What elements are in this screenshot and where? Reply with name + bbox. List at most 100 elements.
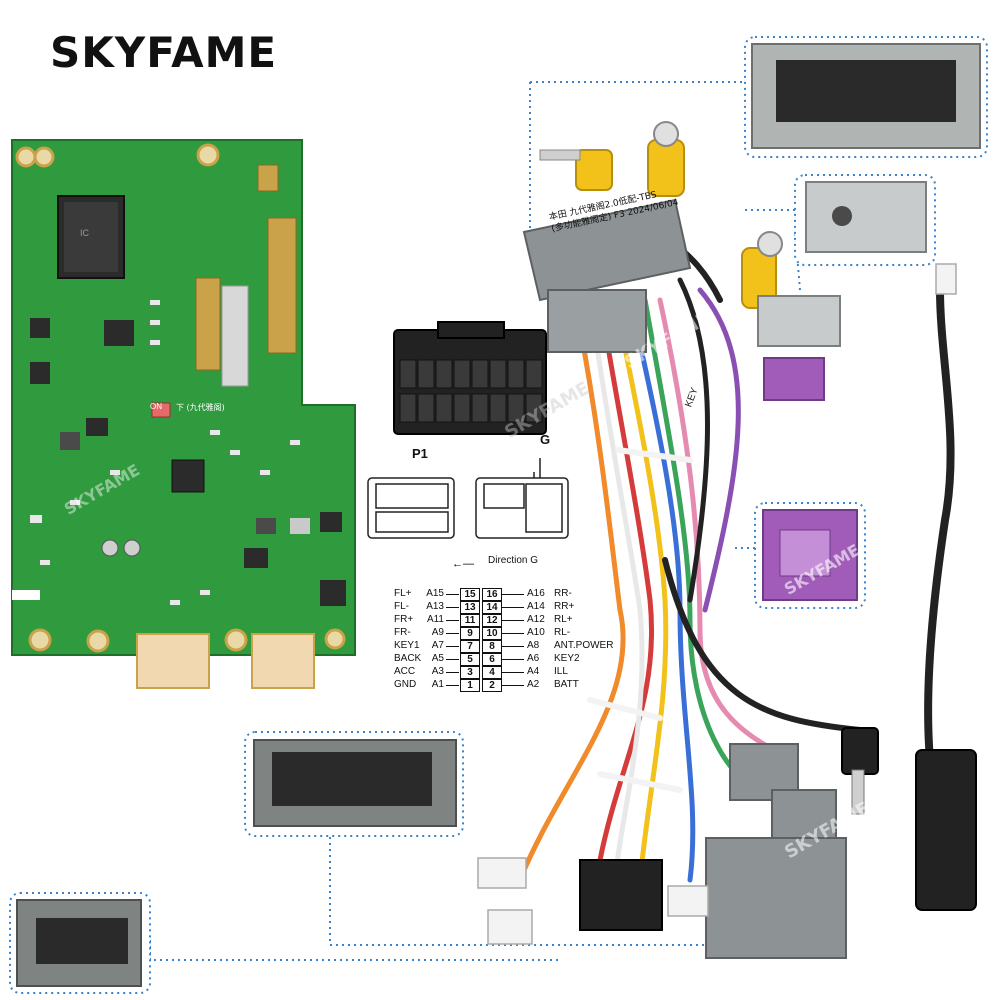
pinout-right-label: RL- xyxy=(554,627,571,638)
regulator-chip xyxy=(30,318,50,338)
smd-part xyxy=(40,560,50,565)
smd-part xyxy=(150,320,160,325)
g-connector-label: G xyxy=(540,432,551,447)
harness-label-plate xyxy=(522,198,692,302)
connector-line-drawings xyxy=(367,458,569,539)
bottom-header-connector xyxy=(136,633,210,689)
pinout-left-number: 11 xyxy=(460,614,480,627)
fpc-connector xyxy=(267,217,297,354)
pinout-lead-line xyxy=(502,620,524,621)
rca-socket xyxy=(757,231,783,257)
pinout-lead-line xyxy=(502,685,524,686)
usb-cable-assembly xyxy=(915,263,977,911)
grey-large-plug xyxy=(705,837,847,959)
harness-wire-white xyxy=(587,297,645,883)
harness-wire-red xyxy=(597,297,655,863)
smd-part xyxy=(150,340,160,345)
small-chip xyxy=(244,548,268,568)
pinout-left-number: 5 xyxy=(460,653,480,666)
inset-connector-pin xyxy=(832,206,852,226)
pinout-lead-line xyxy=(446,620,459,621)
pin-cavity xyxy=(435,359,453,389)
white-jst-plug xyxy=(477,857,527,889)
harness-small-connectors xyxy=(477,295,879,959)
small-chip xyxy=(320,512,342,532)
pin-cavity xyxy=(435,393,453,423)
regulator-chip xyxy=(30,362,50,384)
mount-hole xyxy=(224,628,248,652)
small-chip xyxy=(320,580,346,606)
harness-wire-black xyxy=(677,277,710,603)
pin-cavity xyxy=(507,393,525,423)
purple-small-plug xyxy=(763,357,825,401)
harness-plug-body xyxy=(547,289,647,353)
processor-marking: IC xyxy=(80,228,89,238)
cable-tie xyxy=(615,447,693,463)
inset-large-connector xyxy=(244,731,464,837)
g-connector-top xyxy=(483,483,525,509)
pinout-right-code: A4 xyxy=(527,666,540,677)
pinout-right-label: ILL xyxy=(554,666,568,677)
antenna-pin xyxy=(851,769,865,815)
pinout-right-label: RR- xyxy=(554,588,572,599)
main-processor-die xyxy=(64,202,118,272)
pin-cavity xyxy=(489,393,507,423)
pinout-left-code: A11 xyxy=(426,614,444,625)
inset-top-connector xyxy=(744,36,988,158)
secondary-chip xyxy=(171,459,205,493)
leader-top-connector xyxy=(529,81,745,250)
smd-part xyxy=(290,440,300,445)
inset-connector-cavity xyxy=(776,60,956,122)
pinout-lead-line xyxy=(502,607,524,608)
direction-label: Direction G xyxy=(488,555,539,566)
pinout-left-label: FR- xyxy=(394,627,411,638)
rca-plug-pin xyxy=(539,149,581,161)
pinout-lead-line xyxy=(502,633,524,634)
rca-plug-yellow xyxy=(575,149,613,191)
pinout-right-label: ANT.POWER xyxy=(554,640,614,651)
grey-small-plug xyxy=(757,295,841,347)
pcb-board xyxy=(11,139,356,689)
pinout-left-number: 15 xyxy=(460,588,480,601)
g-connector-leader xyxy=(533,458,541,478)
pinout-right-code: A6 xyxy=(527,653,540,664)
usb-jst-plug xyxy=(935,263,957,295)
white-jst-plug xyxy=(487,909,533,945)
fpc-connector xyxy=(195,277,221,371)
pinout-right-label: RL+ xyxy=(554,614,573,625)
pinout-lead-line xyxy=(502,672,524,673)
small-chip xyxy=(86,418,108,436)
capacitor xyxy=(101,539,119,557)
pinout-lead-line xyxy=(446,607,459,608)
rca-plugs xyxy=(539,121,783,309)
mounting-holes xyxy=(15,143,346,653)
dip-switch-label: ON xyxy=(150,402,162,411)
cable-tie xyxy=(597,771,683,793)
smd-part xyxy=(170,600,180,605)
mount-hole xyxy=(15,146,37,168)
pin-cavity xyxy=(525,393,543,423)
pin-cavity xyxy=(399,393,417,423)
usb-connector-body xyxy=(915,749,977,911)
pinout-lead-line xyxy=(502,594,524,595)
mount-hole xyxy=(28,628,52,652)
pinout-lead-line xyxy=(446,659,459,660)
pin-cavity xyxy=(525,359,543,389)
smd-part xyxy=(230,450,240,455)
pinout-left-number: 7 xyxy=(460,640,480,653)
black-connector-pins xyxy=(399,359,543,423)
smd-part xyxy=(210,430,220,435)
smd-part xyxy=(260,470,270,475)
pinout-left-code: A1 xyxy=(431,679,444,690)
pinout-left-code: A15 xyxy=(426,588,444,599)
pinout-right-code: A12 xyxy=(527,614,545,625)
pinout-right-label: RR+ xyxy=(554,601,575,612)
fpc-connector xyxy=(257,164,279,192)
smd-part xyxy=(200,590,210,595)
p1-connector-label: P1 xyxy=(412,446,428,461)
pin-cavity xyxy=(399,359,417,389)
